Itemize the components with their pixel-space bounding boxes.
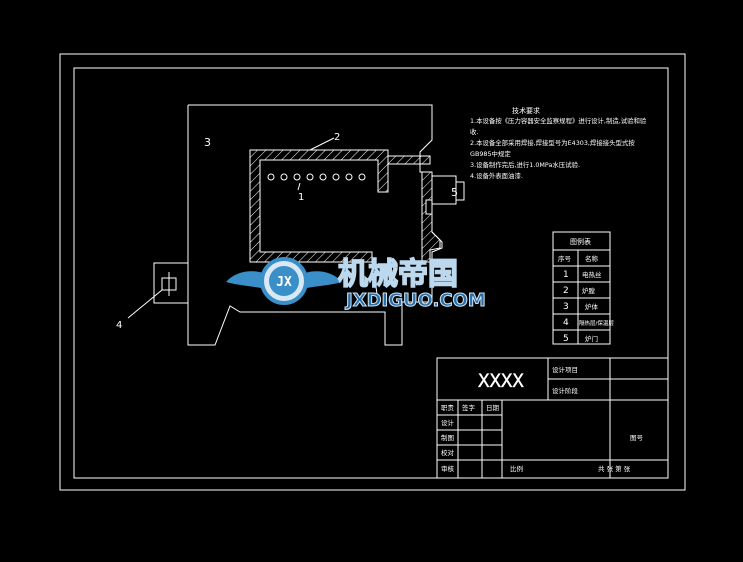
tech-req-line: 3.设备制作完后,进行1.0MPa水压试验. bbox=[470, 160, 580, 169]
tech-req-line: 收. bbox=[470, 127, 478, 136]
role-label: 设计 bbox=[441, 418, 455, 427]
legend-header-no: 序号 bbox=[558, 254, 572, 263]
legend-row-no: 2 bbox=[563, 286, 569, 296]
gear-logo-icon: JX bbox=[226, 257, 342, 305]
legend-row-name: 炉门 bbox=[585, 334, 598, 343]
tech-req-line: GB985中规定 bbox=[470, 149, 511, 158]
legend-row-no: 5 bbox=[563, 334, 569, 344]
col-header-sign: 签字 bbox=[462, 403, 476, 412]
legend-row-no: 1 bbox=[563, 270, 569, 280]
tech-req-line: 1.本设备按《压力容器安全监察规程》进行设计,制造,试验和验 bbox=[470, 116, 647, 125]
leader-lines bbox=[127, 137, 335, 319]
ratio-label: 比例 bbox=[510, 464, 523, 473]
legend-row-name: 炉体 bbox=[585, 302, 599, 311]
legend-row-name: 隔热层/保温层 bbox=[579, 319, 614, 327]
part-label-3: 3 bbox=[204, 136, 211, 149]
svg-text:JX: JX bbox=[276, 275, 292, 290]
tech-req-title: 技术要求 bbox=[512, 106, 540, 115]
legend-row-name: 电热丝 bbox=[582, 270, 602, 279]
door-hatched bbox=[421, 171, 441, 263]
title-block bbox=[436, 357, 669, 479]
role-label: 审核 bbox=[441, 464, 455, 473]
part-label-4: 4 bbox=[116, 320, 122, 331]
door-outer bbox=[455, 181, 465, 201]
side-clamp bbox=[153, 262, 189, 304]
col-header-date: 日期 bbox=[486, 404, 500, 412]
watermark-site: JXDIGUO.COM bbox=[344, 290, 486, 311]
role-label: 校对 bbox=[441, 448, 455, 457]
heating-coils bbox=[267, 173, 366, 181]
legend-table bbox=[552, 231, 611, 345]
legend-row-name: 炉膛 bbox=[582, 286, 596, 295]
watermark: JX 机械帝国 JXDIGUO.COM bbox=[226, 256, 486, 312]
col-header-duty: 职责 bbox=[441, 403, 455, 412]
legend-row-no: 3 bbox=[563, 302, 569, 312]
outer-frame bbox=[59, 53, 686, 491]
chamber-wall-hatched bbox=[249, 149, 389, 263]
role-label: 制图 bbox=[441, 433, 454, 442]
design-project-label: 设计项目 bbox=[552, 365, 578, 374]
furnace-body-outline bbox=[187, 104, 443, 346]
legend-row-no: 4 bbox=[563, 318, 569, 328]
design-stage-label: 设计阶段 bbox=[552, 386, 579, 395]
inner-frame bbox=[73, 67, 669, 479]
flue-hatched bbox=[387, 155, 431, 165]
part-label-5: 5 bbox=[451, 186, 458, 199]
tech-req-line: 4.设备外表面油漆. bbox=[470, 171, 523, 180]
furnace-assembly bbox=[153, 104, 465, 346]
sheet-label: 共 张 第 张 bbox=[598, 464, 631, 473]
drawing-title: XXXX bbox=[478, 370, 524, 392]
tech-req-line: 2.本设备全部采用焊接,焊接型号为E4303,焊接接头型式按 bbox=[470, 138, 635, 147]
drawing-no-label: 图号 bbox=[630, 434, 644, 442]
legend-title: 图例表 bbox=[570, 237, 591, 246]
part-label-1: 1 bbox=[298, 192, 304, 203]
watermark-brand: 机械帝国 bbox=[338, 257, 458, 292]
legend-header-name: 名称 bbox=[585, 254, 599, 263]
technical-requirements: 技术要求 1.本设备按《压力容器安全监察规程》进行设计,制造,试验和验 收. 2… bbox=[470, 106, 647, 180]
part-label-2: 2 bbox=[334, 132, 340, 143]
